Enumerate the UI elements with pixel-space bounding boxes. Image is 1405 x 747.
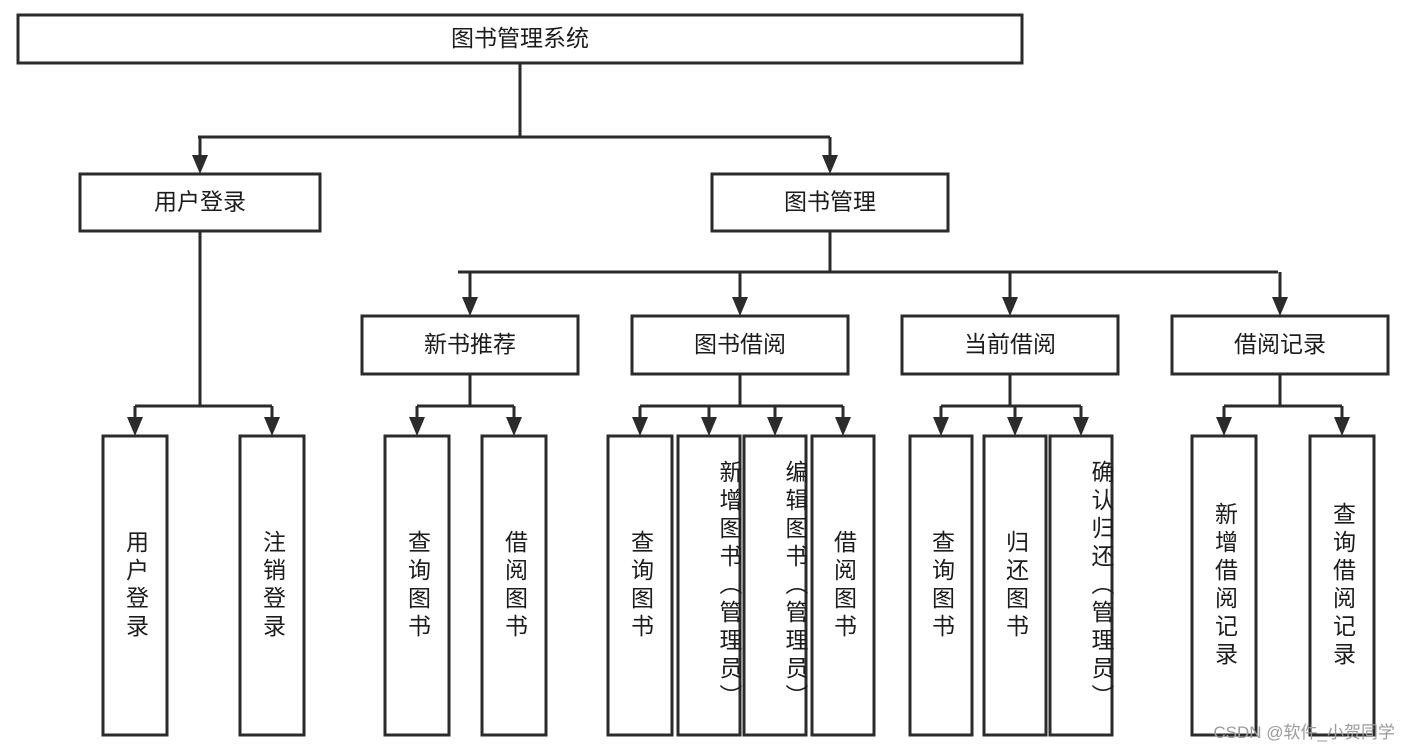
arrow-to-user-login-head (192, 155, 208, 174)
node-user-login[interactable] (78, 172, 322, 233)
leaf-leaf-return-book[interactable] (982, 434, 1048, 737)
arrow-to-leaf-borrow-book-rec-head (506, 417, 522, 436)
leaf-leaf-borrow-book-rec[interactable] (480, 434, 548, 737)
leaf-leaf-borrow-book[interactable] (810, 434, 876, 737)
node-book-management[interactable] (710, 172, 950, 233)
node-label-borrow-record: 借阅记录 (1234, 331, 1326, 357)
connector-layer (127, 63, 1350, 436)
node-new-book-recommend[interactable] (360, 314, 580, 376)
leaf-leaf-user-login[interactable] (101, 434, 169, 737)
arrow-to-current-borrow-head (1002, 297, 1018, 316)
node-undefined[interactable] (16, 13, 1024, 65)
arrow-to-new-book-recommend-head (462, 297, 478, 316)
leaf-leaf-edit-book-admin[interactable] (742, 434, 808, 737)
arrow-to-leaf-query-book-rec-head (409, 417, 425, 436)
arrow-to-leaf-logout-head (264, 417, 280, 436)
arrow-to-leaf-edit-book-admin-head (767, 417, 783, 436)
leaf-leaf-query-borrow-rec[interactable] (1308, 434, 1376, 737)
node-label-new-book-recommend: 新书推荐 (424, 331, 516, 357)
node-borrow-record[interactable] (1170, 314, 1390, 376)
leaf-leaf-add-borrow-rec[interactable] (1190, 434, 1258, 737)
arrow-to-leaf-return-book-head (1007, 417, 1023, 436)
node-label-user-login: 用户登录 (154, 189, 246, 215)
box-layer (16, 13, 1390, 737)
node-label-current-borrow: 当前借阅 (964, 331, 1056, 357)
node-label-book-borrow: 图书借阅 (694, 331, 786, 357)
leaf-leaf-query-book-cur[interactable] (908, 434, 974, 737)
leaf-leaf-query-book[interactable] (606, 434, 674, 737)
arrow-to-leaf-query-book-cur-head (933, 417, 949, 436)
arrow-to-leaf-borrow-book-head (835, 417, 851, 436)
node-label-book-management: 图书管理 (784, 189, 876, 215)
leaf-leaf-add-book-admin[interactable] (676, 434, 742, 737)
csdn-watermark: CSDN @软件_小贺同学 (1213, 723, 1395, 742)
leaf-leaf-logout[interactable] (238, 434, 306, 737)
arrow-to-leaf-query-book-head (632, 417, 648, 436)
arrow-to-leaf-confirm-return-head (1073, 417, 1089, 436)
arrow-to-book-borrow-head (732, 297, 748, 316)
arrow-to-leaf-query-borrow-rec-head (1334, 417, 1350, 436)
arrow-to-leaf-user-login-head (127, 417, 143, 436)
arrow-to-leaf-add-book-admin-head (701, 417, 717, 436)
node-label-undefined: 图书管理系统 (451, 25, 589, 51)
node-book-borrow[interactable] (630, 314, 850, 376)
leaf-leaf-query-book-rec[interactable] (383, 434, 451, 737)
arrow-to-book-management-head (822, 155, 838, 174)
arrow-to-borrow-record-head (1272, 297, 1288, 316)
arrow-to-leaf-add-borrow-rec-head (1216, 417, 1232, 436)
node-current-borrow[interactable] (900, 314, 1120, 376)
leaf-leaf-confirm-return[interactable] (1048, 434, 1114, 737)
